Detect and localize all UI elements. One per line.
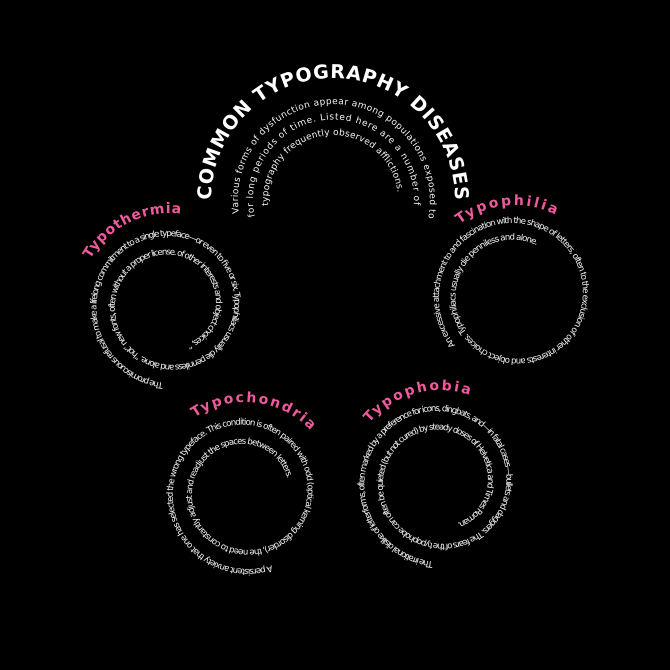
background	[0, 0, 670, 670]
typography-diseases-poster: COMMON TYPOGRAPHY DISEASES Various forms…	[0, 0, 670, 670]
